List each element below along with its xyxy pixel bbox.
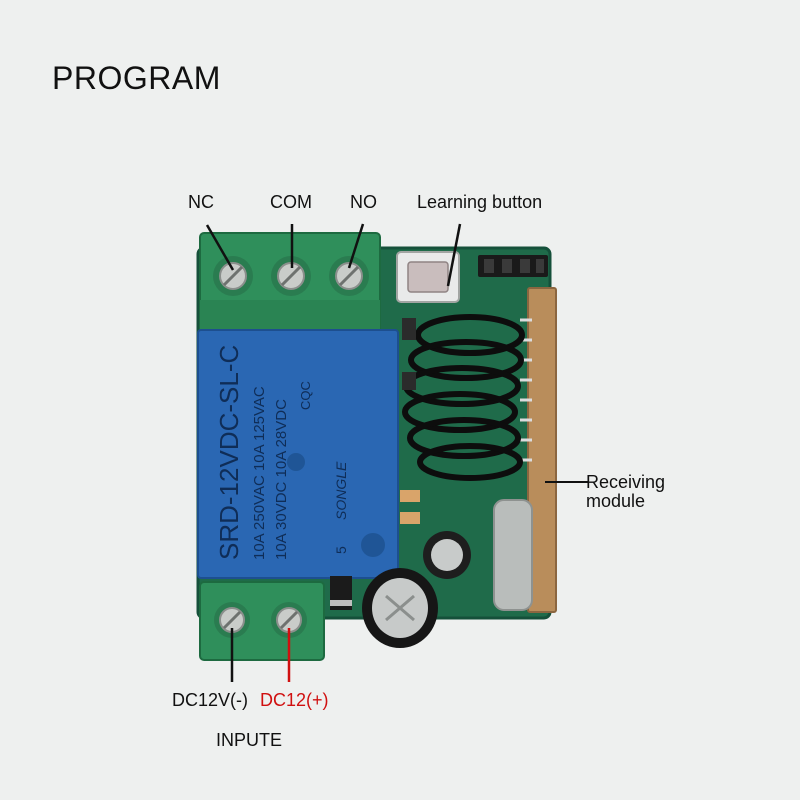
label-nc: NC bbox=[188, 192, 214, 212]
jumper-header bbox=[478, 255, 548, 277]
label-negative: DC12V(-) bbox=[172, 690, 249, 710]
learning-button-cap bbox=[407, 261, 449, 293]
small-capacitor bbox=[423, 531, 471, 579]
relay-cert-text: CQC bbox=[298, 381, 313, 410]
terminal-screw-negative bbox=[214, 602, 250, 638]
relay-rating-1: 10A 250VAC 10A 125VAC bbox=[251, 386, 268, 560]
label-positive: DC12(+) bbox=[260, 690, 329, 710]
nc-pointer-line bbox=[205, 224, 235, 271]
terminal-screw-no bbox=[329, 256, 369, 296]
terminal-screw-com bbox=[271, 256, 311, 296]
terminal-screw-nc bbox=[213, 256, 253, 296]
receiver-module bbox=[527, 287, 557, 613]
label-learning-button: Learning button bbox=[417, 192, 543, 212]
button-pointer-line bbox=[446, 223, 462, 287]
label-input-section: INPUTE bbox=[216, 730, 283, 750]
relay-brand-text: SONGLE bbox=[333, 461, 349, 520]
terminal-screw-positive bbox=[271, 602, 307, 638]
label-receiving: Receiving bbox=[586, 472, 666, 492]
no-pointer-line bbox=[347, 223, 365, 269]
large-capacitor bbox=[362, 568, 438, 648]
relay-rating-2: 10A 30VDC 10A 28VDC bbox=[273, 399, 290, 560]
relay-mark-text: 5 bbox=[333, 546, 349, 554]
label-com: COM bbox=[270, 192, 312, 212]
crystal bbox=[493, 499, 533, 611]
label-module: module bbox=[586, 491, 646, 511]
antenna-coil bbox=[402, 314, 525, 481]
label-no: NO bbox=[350, 192, 377, 212]
page-title: PROGRAM bbox=[52, 60, 221, 96]
relay-model-text: SRD-12VDC-SL-C bbox=[214, 345, 244, 560]
